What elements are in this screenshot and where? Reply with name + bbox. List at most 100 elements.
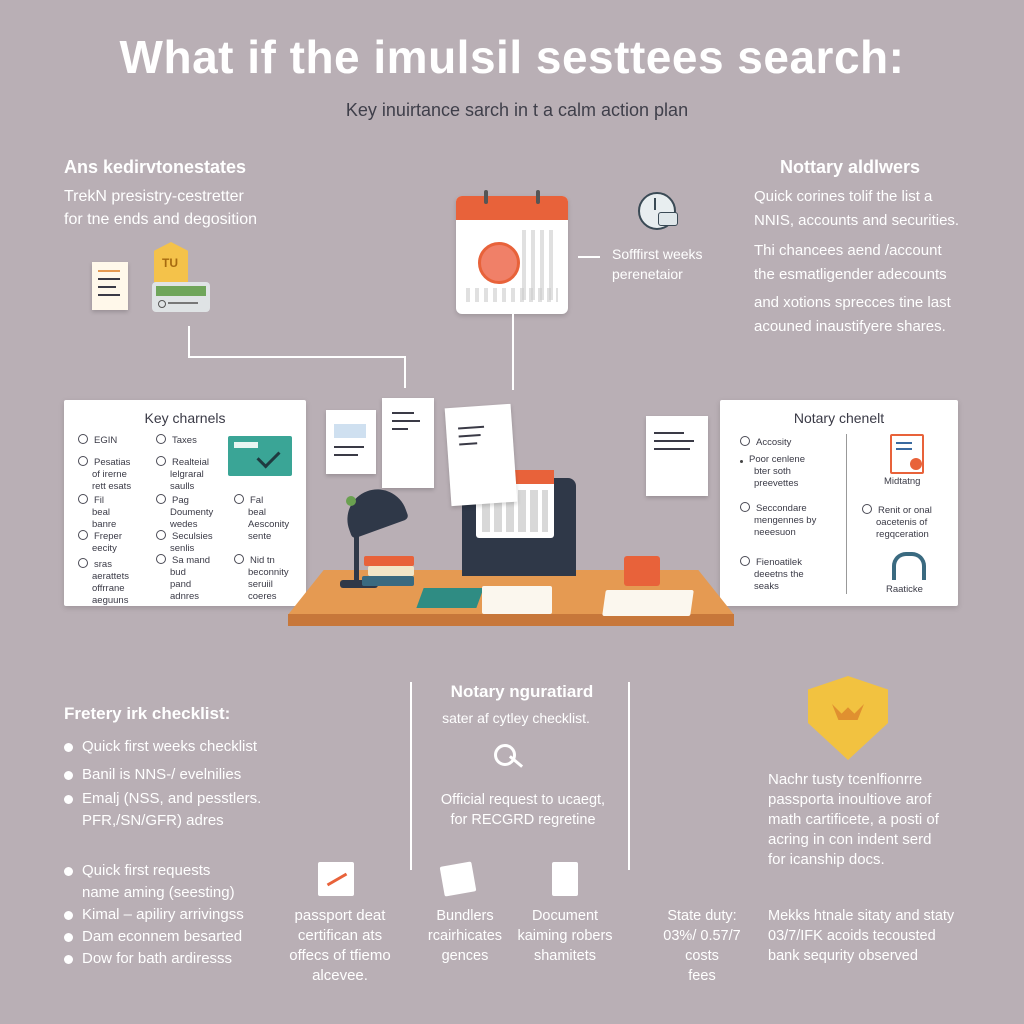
passport-line: passport deat <box>294 907 386 924</box>
document-line: shamitets <box>533 948 597 964</box>
final-text: Mekks htnale sitaty and staty 03/7/IFK a… <box>768 906 998 966</box>
calendar-label-line-2: perenetaior <box>612 266 683 282</box>
passport-line: alcevee. <box>312 967 368 984</box>
checklist-item: Kimal – apiliry arrivingss <box>62 904 302 926</box>
notary-option[interactable]: Accosity <box>740 436 791 449</box>
checklist-a: Quick first weeks checklist Banil is NNS… <box>62 736 302 832</box>
top-left-line-2: for tne ends and degosition <box>64 211 258 228</box>
shield-icon <box>808 676 888 760</box>
notary-info-line: Nachr tusty tcenlfionrre <box>768 771 923 788</box>
notary-heading: Notary nguratiard <box>450 682 594 701</box>
duty-line: State duty: <box>667 908 737 924</box>
channel-option[interactable]: Realteial lelgraral saulls <box>156 456 209 493</box>
key-icon <box>490 740 526 780</box>
page-title: What if the imulsil sesttees search: <box>119 31 905 83</box>
document-line: Document <box>531 908 599 924</box>
calendar-label: Sofffirst weeks perenetaior <box>612 244 703 284</box>
bundlers-line: Bundlers <box>436 908 494 924</box>
document-icon <box>890 434 924 474</box>
request-line: Official request to ucaegt, <box>440 792 606 808</box>
documents-tag-icon: TU <box>90 240 210 320</box>
top-right-line-2: NNIS, accounts and securities. <box>754 212 960 229</box>
teal-book <box>416 588 484 608</box>
checklist-heading: Fretery irk checklist: <box>64 704 231 723</box>
notary-item-label: Midtatng <box>884 476 921 487</box>
lamp-base <box>340 580 378 588</box>
channel-option[interactable]: Seculsies senlis <box>156 530 213 555</box>
bundle-icon <box>439 861 477 897</box>
checklist-item: Banil is NNS-/ evelnilies <box>62 764 302 786</box>
bundlers-text: Bundlers rcairhicates gences <box>416 906 514 966</box>
clock-icon <box>636 190 680 234</box>
open-book <box>482 586 552 614</box>
floating-document <box>382 398 434 488</box>
floating-document <box>326 410 376 474</box>
checklist-item: Emalj (NSS, and pesstlers. PFR,/SN/GFR) … <box>62 788 302 832</box>
desk-lamp <box>338 480 410 540</box>
page-subtitle: Key inuirtance sarch in t a calm action … <box>345 100 689 120</box>
lamp-bulb <box>346 496 356 506</box>
duty-line: 03%/ 0.57/7 <box>663 928 741 944</box>
top-right-text: Quick corines tolif the list a NNIS, acc… <box>754 185 959 339</box>
bundlers-line: rcairhicates <box>427 928 503 944</box>
book-stack <box>364 556 414 566</box>
passport-line: certifican ats <box>297 927 383 944</box>
headset-icon <box>892 552 926 580</box>
channel-option[interactable]: Freper eecity <box>78 530 122 555</box>
desk-edge <box>288 614 734 626</box>
checklist-item: Quick first requests name aming (seestin… <box>62 860 302 904</box>
notary-sub: sater af cytley checklist. <box>442 710 590 726</box>
channel-option[interactable]: Nid tn beconnity seruiil coeres <box>234 554 289 603</box>
calendar-icon <box>456 190 568 314</box>
key-channels-panel: Key charnels EGIN Pesatias of irerne ret… <box>64 400 306 606</box>
top-right-line-5: and xotions sprecces tine last <box>754 294 951 311</box>
top-right-line-3: Thi chancees aend /account <box>754 242 942 259</box>
notary-option[interactable]: Poor cenlene bter soth preevettes <box>740 454 805 490</box>
calendar-label-line-1: Sofffirst weeks <box>612 246 703 262</box>
notary-info-line: passporta inoultiove arof <box>768 791 932 808</box>
notary-checklist-panel: Notary chenelt Accosity Poor cenlene bte… <box>720 400 958 606</box>
checklist-b: Quick first requests name aming (seestin… <box>62 860 302 970</box>
floating-document <box>646 416 708 496</box>
edit-document-icon <box>318 862 354 896</box>
final-line: Mekks htnale sitaty and staty <box>768 908 955 924</box>
top-right-line-4: the esmatligender adecounts <box>754 266 947 283</box>
open-book <box>602 590 694 616</box>
channel-option[interactable]: EGIN <box>78 434 117 447</box>
channel-option[interactable]: Taxes <box>156 434 197 447</box>
top-right-heading: Nottary aldlwers <box>780 157 921 177</box>
tag-label: TU <box>162 256 178 270</box>
channel-option[interactable]: Sa mand bud pand adnres <box>156 554 210 603</box>
notary-info-text: Nachr tusty tcenlfionrre passporta inoul… <box>768 770 988 870</box>
floating-document <box>444 403 518 507</box>
notary-item-label: Raaticke <box>886 584 923 595</box>
top-right-line-6: acouned inaustifyere shares. <box>754 318 946 335</box>
official-request-text: Official request to ucaegt, for RECGRD r… <box>414 790 632 830</box>
channel-option[interactable]: Fil beal banre <box>78 494 116 531</box>
checklist-item: Dam econnem besarted <box>62 926 302 948</box>
notary-option[interactable]: Fienoatilek deeetns the seaks <box>740 556 804 593</box>
duty-line: costs <box>685 948 719 964</box>
key-channels-title: Key charnels <box>144 410 226 426</box>
top-left-text: TrekN presistry-cestretter for tne ends … <box>64 185 257 231</box>
top-left-line-1: TrekN presistry-cestretter <box>64 188 244 205</box>
top-left-heading: Ans kedirvtonestates <box>64 157 247 177</box>
notary-info-line: math cartificete, a posti of <box>768 811 939 828</box>
bundlers-line: gences <box>441 948 489 964</box>
notary-option[interactable]: Renit or onal oacetenis of regqceration <box>862 504 932 541</box>
channel-option[interactable]: Pesatias of irerne rett esats <box>78 456 131 493</box>
checklist-item: Quick first weeks checklist <box>62 736 302 758</box>
channel-option[interactable]: sras aerattets offrrane aeguuns <box>78 558 129 607</box>
notary-info-line: acring in con indent serd <box>768 831 932 848</box>
passport-text: passport deat certifican ats offecs of t… <box>278 906 402 986</box>
document-icon <box>552 862 578 896</box>
lamp-arm <box>354 520 359 582</box>
checklist-item: Dow for bath ardiresss <box>62 948 302 970</box>
document-text: Document kaiming robers shamitets <box>512 906 618 966</box>
notary-option[interactable]: Seccondare mengennes by neeesuon <box>740 502 816 539</box>
top-right-line-1: Quick corines tolif the list a <box>754 188 933 205</box>
final-line: 03/7/IFK acoids tecousted <box>768 928 936 944</box>
channel-option[interactable]: Fal beal Aesconity sente <box>234 494 289 543</box>
channel-option[interactable]: Pag Doumenty wedes <box>156 494 213 531</box>
notary-info-line: for icanship docs. <box>768 851 885 868</box>
